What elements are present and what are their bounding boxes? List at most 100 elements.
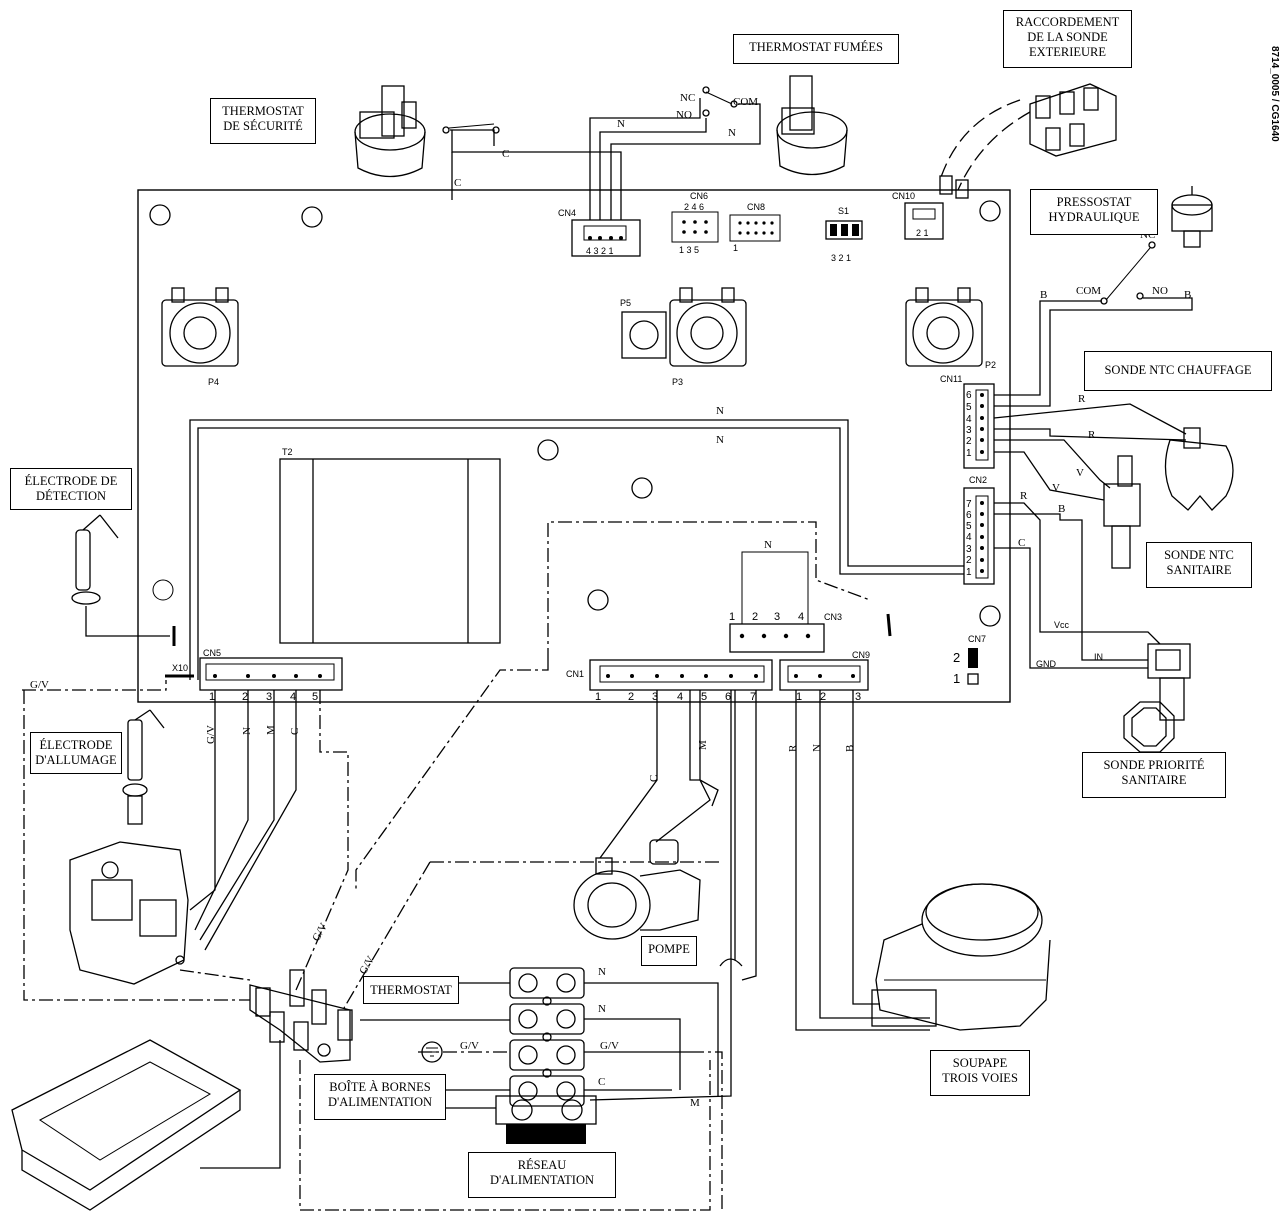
- svg-text:R: R: [1020, 490, 1028, 502]
- electrode-detection-icon: [71, 514, 170, 637]
- svg-text:1: 1: [953, 671, 960, 686]
- chassis-icon: [11, 1039, 242, 1211]
- svg-text:CN1: CN1: [566, 669, 584, 679]
- svg-text:4: 4: [290, 691, 296, 703]
- svg-text:1: 1: [966, 448, 972, 459]
- svg-text:N: N: [598, 1003, 606, 1015]
- label-pompe: POMPE: [641, 936, 697, 966]
- thermostat-fumees-icon: [776, 75, 848, 176]
- svg-text:IN: IN: [1094, 652, 1103, 662]
- svg-text:CN2: CN2: [969, 475, 987, 485]
- potentiometer-p4: P4: [161, 287, 239, 387]
- sonde-priorite-icon: [1123, 643, 1191, 753]
- svg-text:7: 7: [750, 691, 756, 703]
- svg-text:CN4: CN4: [558, 208, 576, 218]
- svg-text:5: 5: [312, 691, 318, 703]
- svg-text:N: N: [598, 966, 606, 978]
- transformer-t2: T2: [279, 447, 501, 644]
- sonde-ntc-sanitaire-icon: [1103, 455, 1141, 569]
- connector-cn10: CN10 2 1: [892, 191, 944, 240]
- svg-text:N: N: [617, 118, 625, 130]
- svg-text:N: N: [716, 405, 724, 417]
- svg-text:G/V: G/V: [600, 1040, 619, 1052]
- gas-valve-icon: [69, 841, 189, 985]
- soupape-icon: [871, 883, 1051, 1031]
- svg-text:CN11: CN11: [940, 374, 962, 384]
- svg-text:C: C: [289, 728, 301, 735]
- svg-text:4 3 2 1: 4 3 2 1: [586, 246, 614, 256]
- svg-text:CN8: CN8: [747, 202, 765, 212]
- svg-text:6: 6: [725, 691, 731, 703]
- svg-text:GND: GND: [1036, 659, 1057, 669]
- svg-text:3: 3: [855, 691, 861, 703]
- svg-text:1: 1: [729, 611, 735, 623]
- svg-text:2 1: 2 1: [916, 228, 929, 238]
- svg-text:G/V: G/V: [460, 1040, 479, 1052]
- svg-text:CN10: CN10: [892, 191, 915, 201]
- connector-cn4: CN4 4 3 2 1: [558, 208, 641, 257]
- svg-text:M: M: [265, 725, 277, 735]
- svg-text:B: B: [844, 745, 856, 752]
- svg-text:3: 3: [966, 425, 972, 436]
- svg-text:COM: COM: [733, 96, 758, 108]
- svg-text:M: M: [690, 1097, 700, 1109]
- svg-text:1 3 5: 1 3 5: [679, 245, 699, 255]
- connector-cn6: CN6 2 4 6 1 3 5: [671, 191, 719, 255]
- svg-text:B: B: [1184, 289, 1191, 301]
- svg-text:1: 1: [796, 691, 802, 703]
- svg-text:2: 2: [820, 691, 826, 703]
- svg-text:NO: NO: [1152, 285, 1168, 297]
- p3-label: P3: [672, 377, 683, 387]
- svg-text:X10: X10: [172, 663, 188, 673]
- svg-text:6: 6: [966, 510, 972, 521]
- connector-cn9: 1 2 3 CN9: [779, 650, 870, 703]
- pompe-icon: [573, 839, 701, 940]
- svg-text:2: 2: [242, 691, 248, 703]
- svg-text:5: 5: [701, 691, 707, 703]
- earth-icon: [421, 1041, 443, 1063]
- svg-text:R: R: [1088, 429, 1096, 441]
- svg-text:3: 3: [774, 611, 780, 623]
- svg-text:C: C: [648, 775, 660, 782]
- boite-bornes-icon: [249, 969, 353, 1063]
- svg-text:2: 2: [628, 691, 634, 703]
- svg-text:G/V: G/V: [30, 679, 49, 691]
- svg-text:C: C: [502, 148, 509, 160]
- thermostat-securite-icon: [354, 85, 426, 178]
- svg-text:N: N: [764, 539, 772, 551]
- svg-text:2: 2: [953, 650, 960, 665]
- svg-text:NC: NC: [680, 92, 695, 104]
- switch-s1: S1 3 2 1: [825, 206, 863, 263]
- svg-text:2: 2: [966, 436, 972, 447]
- svg-text:7: 7: [966, 499, 972, 510]
- svg-text:1: 1: [966, 567, 972, 578]
- p4-label: P4: [208, 377, 219, 387]
- svg-text:R: R: [1078, 393, 1086, 405]
- svg-text:4: 4: [677, 691, 683, 703]
- svg-text:G/V: G/V: [205, 725, 217, 744]
- svg-text:2 4 6: 2 4 6: [684, 202, 704, 212]
- svg-text:6: 6: [966, 390, 972, 401]
- potentiometer-p5: P5: [620, 298, 667, 359]
- svg-text:CN6: CN6: [690, 191, 708, 201]
- svg-text:4: 4: [966, 532, 972, 543]
- potentiometer-p2: P2: [905, 287, 996, 370]
- label-sonde-ntc-chauffage: SONDE NTC CHAUFFAGE: [1084, 351, 1272, 391]
- svg-text:R: R: [787, 744, 799, 752]
- svg-text:4: 4: [966, 414, 972, 425]
- svg-text:CN9: CN9: [852, 650, 870, 660]
- svg-text:B: B: [1058, 503, 1065, 515]
- potentiometer-p3: P3: [669, 287, 747, 387]
- svg-text:CN7: CN7: [968, 634, 986, 644]
- svg-text:Vcc: Vcc: [1054, 620, 1070, 630]
- svg-text:3: 3: [966, 544, 972, 555]
